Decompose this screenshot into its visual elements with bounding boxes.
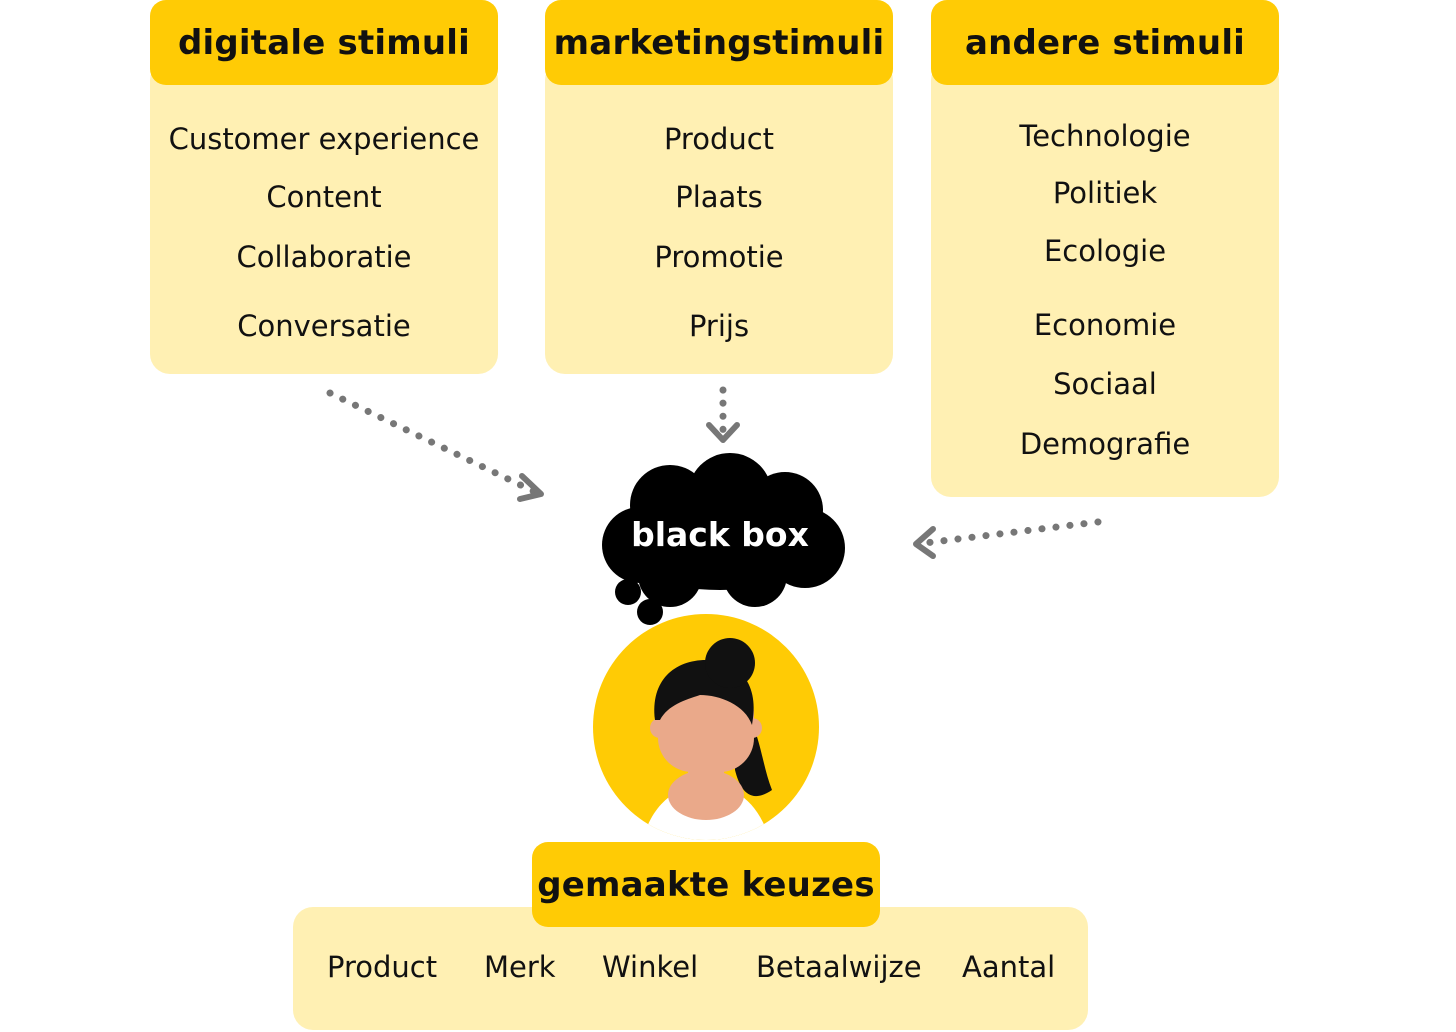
digital-item: Customer experience bbox=[168, 122, 480, 156]
marketing-item: Plaats bbox=[675, 180, 763, 214]
marketing-item: Prijs bbox=[688, 309, 750, 343]
black-box-label: black box bbox=[631, 515, 809, 554]
other-item: Ecologie bbox=[1043, 234, 1167, 268]
thought-bubble-dot bbox=[637, 599, 663, 625]
choice-item: Product bbox=[327, 950, 438, 984]
arrow-other-to-blackbox bbox=[913, 518, 1102, 559]
choice-item: Aantal bbox=[962, 950, 1056, 984]
other-item: Technologie bbox=[1019, 119, 1191, 153]
digital-stimuli-title: digitale stimuli bbox=[150, 0, 498, 85]
other-stimuli-title: andere stimuli bbox=[931, 0, 1279, 85]
choice-item: Betaalwijze bbox=[756, 950, 922, 984]
thought-bubble-dot bbox=[615, 579, 641, 605]
other-item: Sociaal bbox=[1053, 367, 1157, 401]
marketing-item: Promotie bbox=[654, 240, 784, 274]
marketing-stimuli-title: marketingstimuli bbox=[545, 0, 893, 85]
digital-item: Content bbox=[266, 180, 382, 214]
digital-item: Conversatie bbox=[237, 309, 411, 343]
other-item: Politiek bbox=[1052, 176, 1158, 210]
arrow-digital-to-blackbox bbox=[326, 389, 544, 502]
marketing-item: Product bbox=[663, 122, 775, 156]
other-item: Economie bbox=[1033, 308, 1177, 342]
choice-item: Merk bbox=[484, 950, 556, 984]
black-box-cloud: black box bbox=[602, 453, 845, 659]
digital-item: Collaboratie bbox=[236, 240, 412, 274]
arrow-marketing-to-blackbox bbox=[706, 386, 740, 443]
choices-title: gemaakte keuzes bbox=[532, 842, 880, 927]
other-item: Demografie bbox=[1019, 427, 1191, 461]
choice-item: Winkel bbox=[602, 950, 699, 984]
person-avatar bbox=[593, 614, 819, 840]
